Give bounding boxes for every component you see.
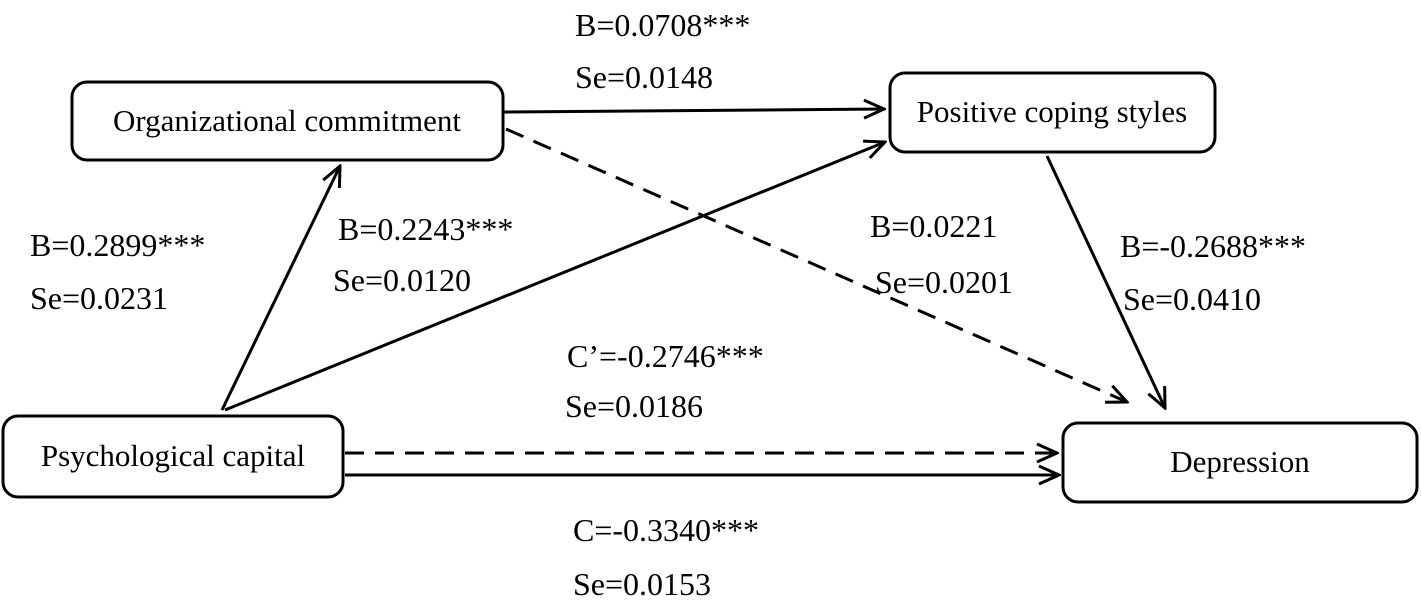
edge-label-pc-dep-direct-b: C’=-0.2746*** [567, 338, 764, 374]
edge-label-oc-pcs-se: Se=0.0148 [575, 59, 713, 95]
arrow-pc-to-pcs [224, 142, 885, 412]
node-organizational-commitment [70, 80, 505, 162]
edge-label-pc-oc-b: B=0.2899*** [30, 227, 205, 263]
edge-label-pc-pcs-se: Se=0.0120 [333, 262, 471, 298]
edge-label-pc-dep-direct-se: Se=0.0186 [565, 388, 703, 424]
edge-label-pc-dep-total-se: Se=0.0153 [573, 566, 711, 602]
node-positive-coping-styles [888, 71, 1217, 154]
edge-label-oc-dep-se: Se=0.0201 [875, 264, 1013, 300]
arrow-pcs-to-dep [1045, 155, 1165, 408]
node-label-organizational-commitment: Organizational commitment [113, 103, 461, 138]
edge-label-pcs-dep-se: Se=0.0410 [1123, 281, 1261, 317]
edge-label-pc-pcs-b: B=0.2243*** [338, 211, 513, 247]
edge-label-pc-oc-se: Se=0.0231 [30, 280, 168, 316]
edge-label-oc-dep-b: B=0.0221 [870, 208, 997, 244]
edge-label-pc-dep-total-b: C=-0.3340*** [573, 512, 759, 548]
edge-label-pcs-dep-b: B=-0.2688*** [1120, 228, 1306, 264]
arrow-pc-to-oc [220, 166, 340, 411]
node-psychological-capital [1, 414, 345, 499]
edge-label-oc-pcs-b: B=0.0708*** [575, 7, 750, 43]
node-label-positive-coping-styles: Positive coping styles [917, 94, 1187, 129]
node-label-depression: Depression [1170, 444, 1310, 479]
node-depression [1061, 421, 1419, 504]
arrow-oc-to-pcs [502, 109, 884, 112]
node-label-psychological-capital: Psychological capital [41, 438, 305, 473]
arrow-oc-to-dep-dashed [505, 127, 1127, 402]
